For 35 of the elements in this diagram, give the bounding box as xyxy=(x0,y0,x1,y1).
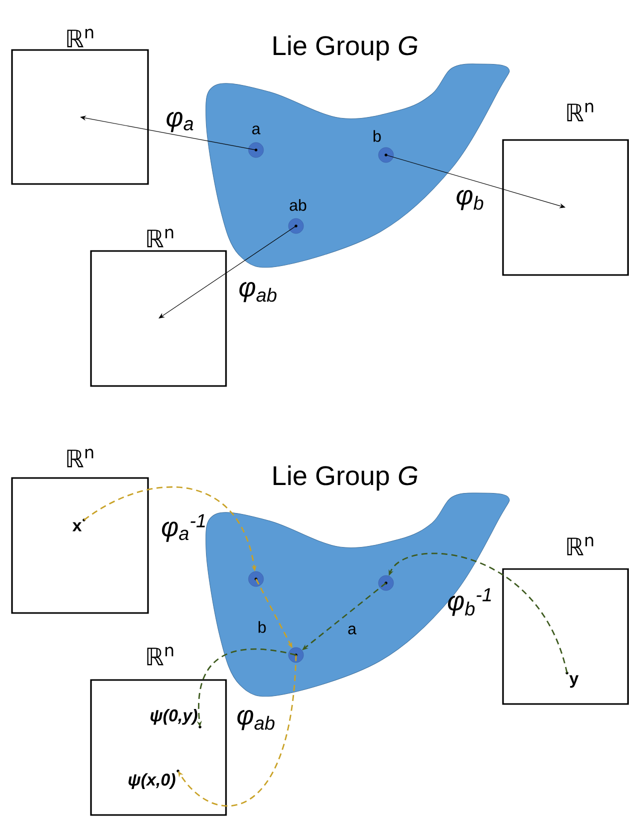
node-label: ℝ$^{n}$ xyxy=(67,448,94,468)
group-element-point xyxy=(248,142,264,158)
edge-label: φ$_{ab}$ xyxy=(239,282,276,302)
edge-label: φ$_{ab}$ xyxy=(237,710,274,730)
edge-label: b xyxy=(258,621,266,633)
group-element-point xyxy=(288,218,304,234)
edge-label: φ$_{a}$ xyxy=(166,112,194,132)
node-label: ℝ$^{n}$ xyxy=(567,536,594,556)
node-label: ℝ$^{n}$ xyxy=(567,102,594,122)
arrow xyxy=(158,226,296,318)
group-element-point xyxy=(378,147,394,163)
arrow xyxy=(388,552,568,674)
edge-label: φ$_{b}$-1 xyxy=(448,588,491,616)
node-label: ℝ$^{n}$ xyxy=(67,28,94,48)
point-label: x xyxy=(72,518,86,532)
edge-label: φ$_{b}$ xyxy=(456,190,484,210)
coordinate-box: ℝ$^{n}$ xyxy=(11,28,149,185)
group-element-point xyxy=(248,571,264,587)
edge-label: a xyxy=(348,626,356,634)
point-label: y xyxy=(566,672,579,688)
coordinate-box: ℝ$^{n}$ xyxy=(502,102,629,276)
node-label: ℝ$^{n}$ xyxy=(147,228,174,248)
node-label: ℝ$^{n}$ xyxy=(147,646,174,666)
arrow xyxy=(178,654,297,806)
group-element-point xyxy=(288,647,304,663)
arrow xyxy=(386,154,566,208)
node-label: Lie Group G xyxy=(274,465,418,491)
edge-label: φ$_{a}$-1 xyxy=(162,514,205,542)
coordinate-box: ℝ$^{n}$ xyxy=(90,228,227,387)
arrow xyxy=(80,116,256,150)
node-label: Lie Group G xyxy=(274,35,418,61)
point-label: b xyxy=(374,130,381,142)
group-element-point xyxy=(378,575,394,591)
point-label: ab xyxy=(290,199,306,211)
point-label: a xyxy=(252,126,260,134)
